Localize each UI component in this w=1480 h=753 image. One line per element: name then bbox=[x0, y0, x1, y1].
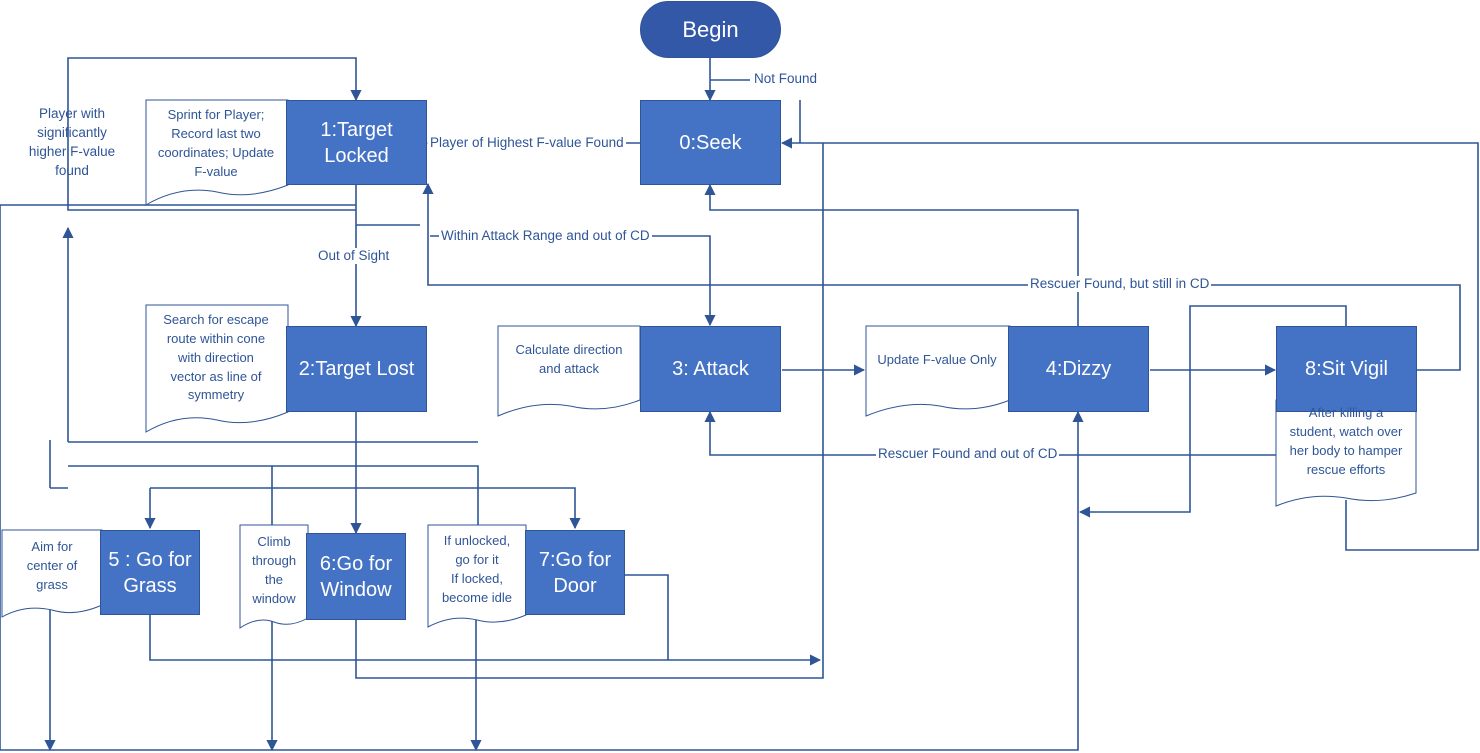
label-not-found: Not Found bbox=[752, 71, 820, 87]
note-shape-lost bbox=[145, 304, 289, 433]
dizzy-note: Update F-value Only bbox=[877, 352, 997, 367]
edge-door-up bbox=[68, 465, 479, 525]
edge-options-up bbox=[49, 228, 68, 488]
sit-vigil-state[interactable]: 8:Sit Vigil bbox=[1276, 326, 1417, 412]
edge-vigil-dizzy bbox=[1078, 305, 1347, 518]
note-shape-dizzy bbox=[865, 325, 1011, 417]
grass-state[interactable]: 5 : Go for Grass bbox=[100, 530, 200, 615]
label-rescuer-cd: Rescuer Found, but still in CD bbox=[1028, 276, 1212, 292]
note-shape-locked bbox=[145, 99, 289, 206]
target-locked-state[interactable]: 1:Target Locked bbox=[286, 100, 427, 185]
edge-rescuer-attack bbox=[704, 410, 1346, 456]
attack-note: Calculate direction and attack bbox=[515, 342, 623, 376]
note-shapes bbox=[1, 99, 1417, 629]
edge-left-loop bbox=[0, 204, 1084, 751]
dizzy-state[interactable]: 4:Dizzy bbox=[1008, 326, 1149, 412]
edge-door-seek bbox=[625, 574, 669, 660]
note-shape-window bbox=[239, 524, 309, 629]
seek-state[interactable]: 0:Seek bbox=[640, 100, 781, 185]
begin-node[interactable]: Begin bbox=[640, 1, 781, 58]
label-rescuer-out-cd: Rescuer Found and out of CD bbox=[876, 446, 1060, 462]
window-note: Climb through the window bbox=[251, 534, 297, 606]
edge-grass-seek bbox=[149, 615, 822, 666]
edge-rescuer-cd bbox=[422, 182, 1461, 371]
sit-vigil-note: After killing a student, watch over her … bbox=[1289, 405, 1403, 477]
note-shape-attack bbox=[497, 325, 641, 417]
label-out-of-sight: Out of Sight bbox=[316, 248, 392, 264]
grass-note: Aim for center of grass bbox=[26, 539, 78, 592]
door-state[interactable]: 7:Go for Door bbox=[525, 530, 625, 615]
connectors bbox=[0, 57, 1479, 752]
edge-lost-door bbox=[150, 487, 581, 530]
target-lost-note: Search for escape route within cone with… bbox=[163, 312, 269, 403]
note-shape-vigil bbox=[1275, 399, 1417, 507]
door-note: If unlocked, go for it If locked, become… bbox=[441, 533, 513, 605]
label-higher-f: Player with significantly higher F-value… bbox=[28, 106, 116, 178]
label-within-range: Within Attack Range and out of CD bbox=[439, 228, 652, 244]
target-lost-state[interactable]: 2:Target Lost bbox=[286, 326, 427, 412]
target-locked-note: Sprint for Player; Record last two coord… bbox=[157, 107, 275, 179]
edge-dizzy-seek bbox=[704, 183, 1079, 326]
window-state[interactable]: 6:Go for Window bbox=[306, 533, 406, 620]
attack-state[interactable]: 3: Attack bbox=[640, 326, 781, 412]
label-player-found: Player of Highest F-value Found bbox=[428, 135, 626, 151]
note-shape-door bbox=[427, 524, 527, 628]
edge-window-seek bbox=[355, 143, 824, 679]
edge-vigil-seek bbox=[780, 137, 1479, 551]
edge-higher-f-loop bbox=[67, 57, 362, 211]
note-shape-grass bbox=[1, 529, 103, 618]
